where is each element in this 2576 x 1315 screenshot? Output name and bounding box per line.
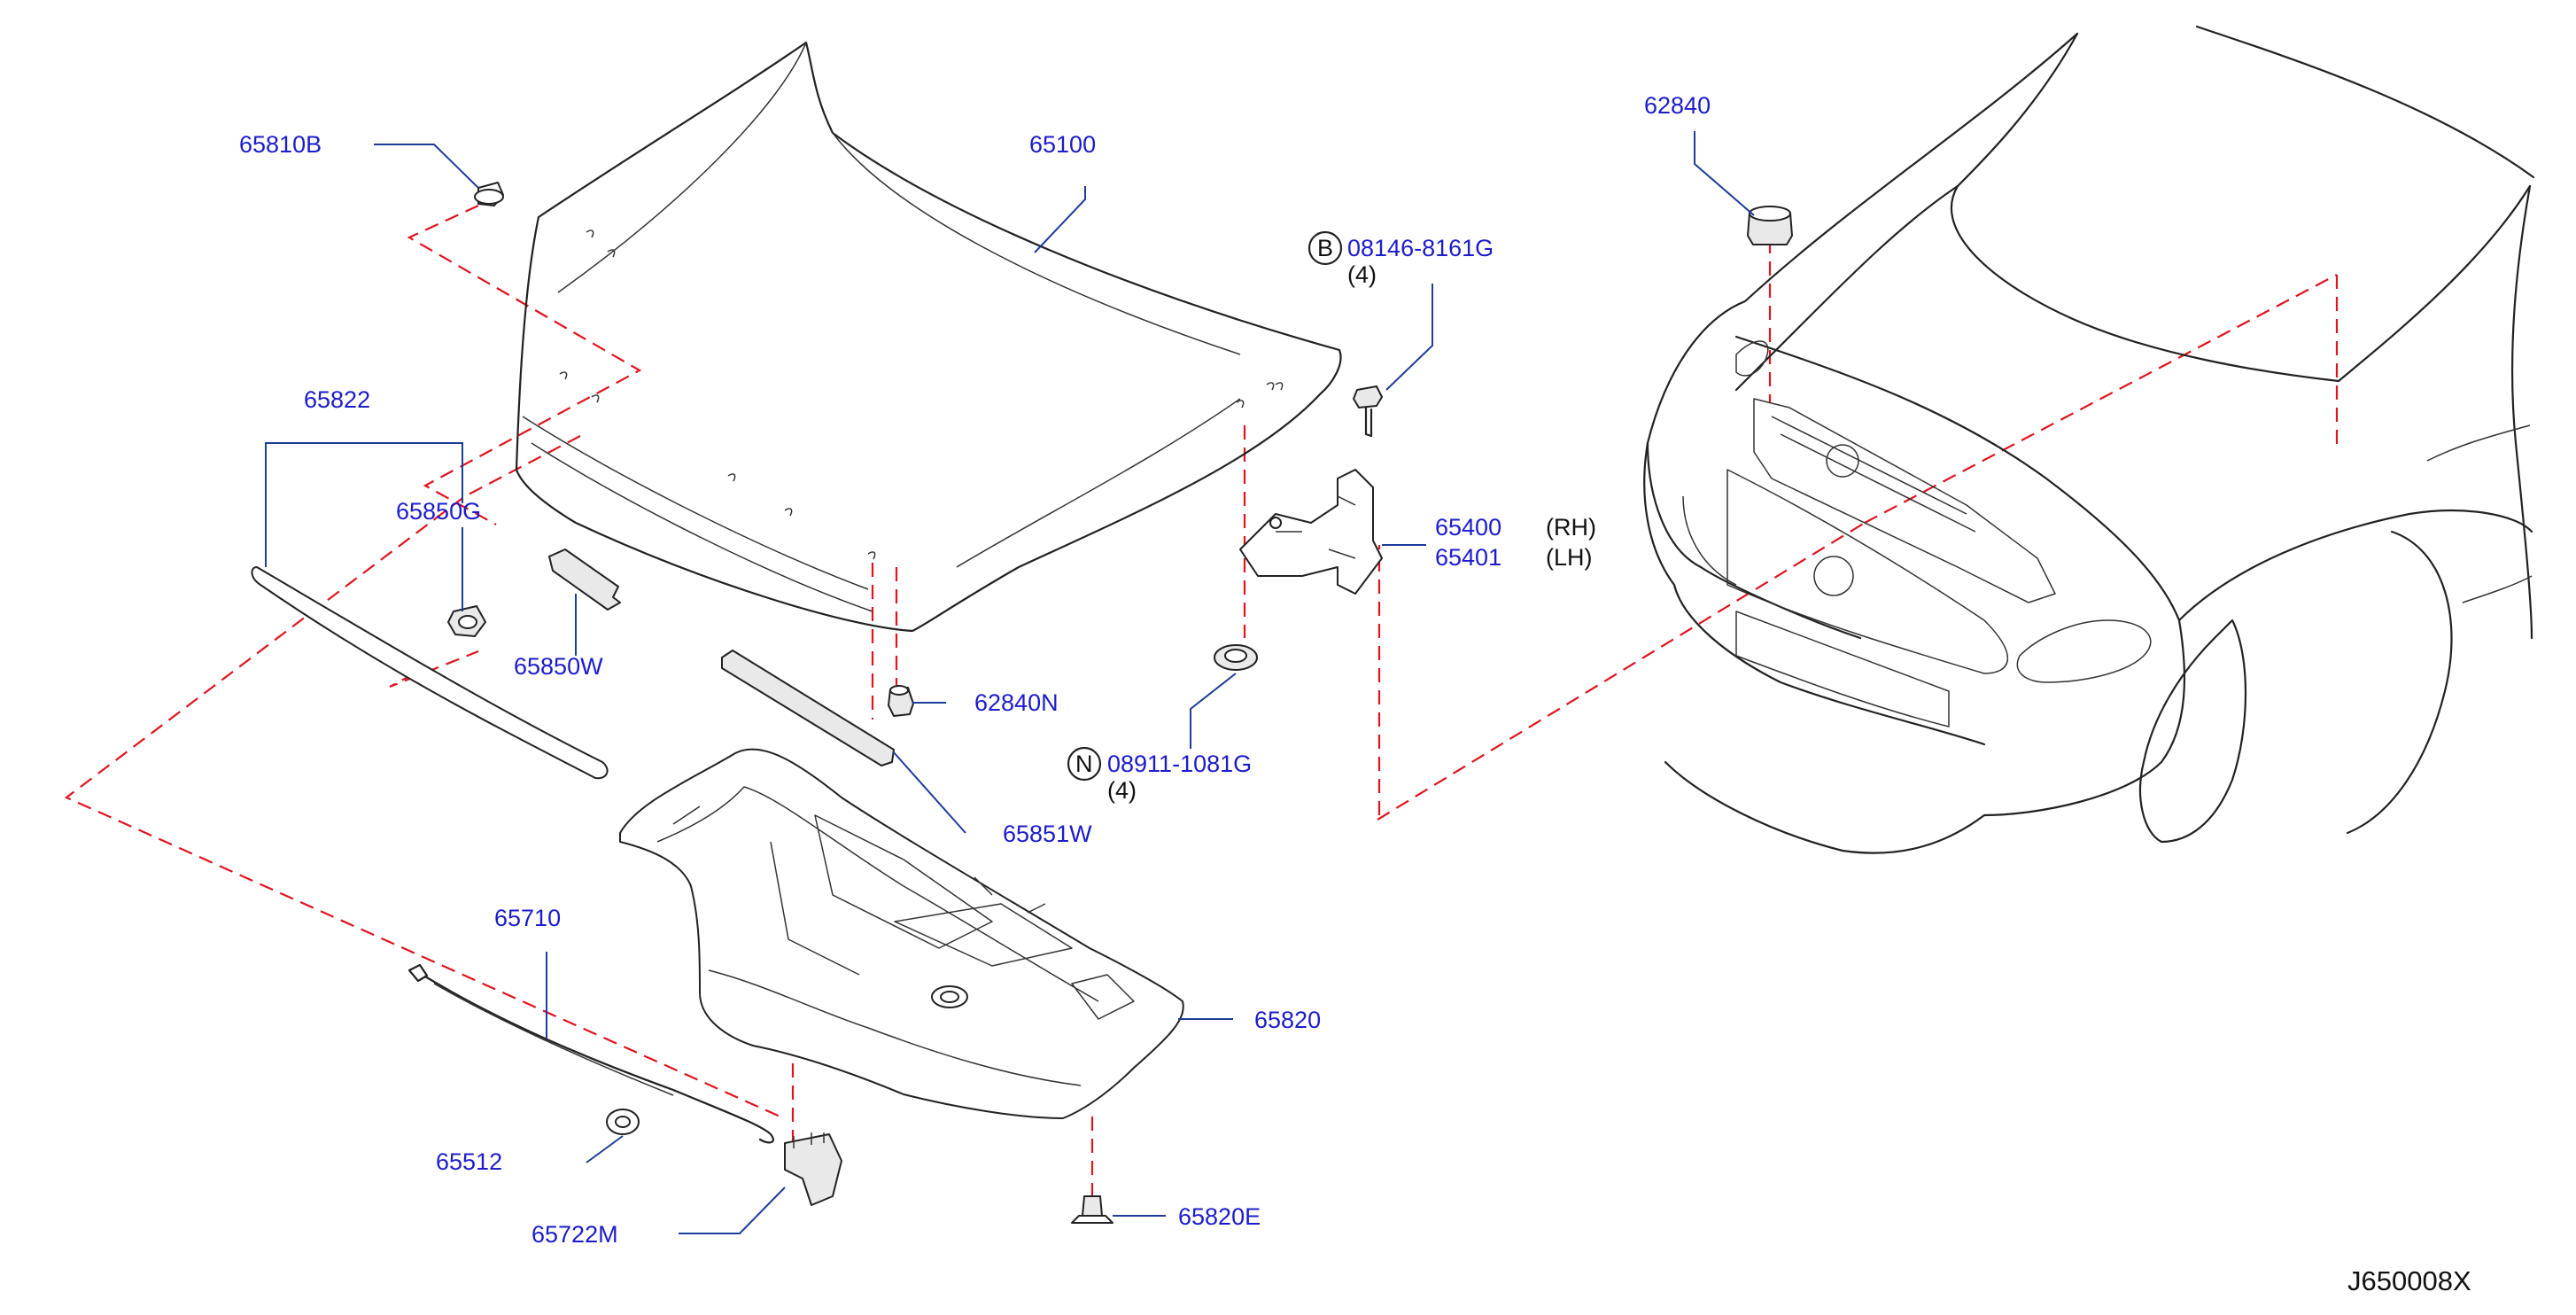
label-bolt-qty: (4) (1347, 261, 1377, 288)
label-65820E: 65820E (1178, 1203, 1261, 1230)
label-62840N: 62840N (974, 689, 1059, 716)
label-65400: 65400 (1435, 514, 1501, 541)
label-65722M: 65722M (531, 1221, 618, 1248)
nut-marker-circle (1067, 746, 1102, 782)
bolt-marker: B (1317, 235, 1333, 261)
bracket-65851W (721, 650, 895, 766)
label-65401-side: (LH) (1546, 544, 1593, 571)
label-nut-qty: (4) (1107, 777, 1137, 804)
hinge-65400-65401 (1239, 469, 1383, 595)
label-65850G: 65850G (396, 498, 481, 525)
label-65401: 65401 (1435, 544, 1501, 571)
label-65822: 65822 (304, 386, 370, 413)
grommet-65512 (606, 1109, 640, 1135)
labels: 65810B 65100 65822 65850G 65850W 62840N … (239, 92, 2471, 1296)
label-65710: 65710 (494, 905, 561, 931)
cover-65820 (619, 748, 1184, 1119)
nut-08911-1081G (1214, 644, 1258, 671)
label-08911-1081G: 08911-1081G (1107, 751, 1252, 777)
bolt-marker-circle (1307, 230, 1343, 266)
bumper-62840N (888, 685, 914, 717)
diagram-id: J650008X (2347, 1265, 2471, 1296)
label-65850W: 65850W (514, 653, 603, 680)
label-65810B: 65810B (239, 131, 322, 158)
label-62840: 62840 (1644, 92, 1711, 119)
seal-65822 (251, 566, 609, 780)
car-front-illustration (1643, 25, 2535, 854)
dashed-guides (64, 205, 2339, 1196)
hood-65100 (515, 41, 1342, 633)
bolt-08146-8161G (1353, 385, 1383, 438)
label-65512: 65512 (436, 1148, 502, 1175)
clip-65820E (1071, 1195, 1113, 1224)
label-08146-8161G: 08146-8161G (1347, 235, 1494, 261)
label-65851W: 65851W (1003, 821, 1092, 847)
clip-65850G (447, 605, 486, 637)
nut-marker: N (1075, 751, 1093, 777)
bracket-65850W (548, 549, 621, 611)
bumper-62840 (1747, 206, 1793, 245)
clip-65810B (474, 182, 504, 206)
label-65820: 65820 (1254, 1007, 1321, 1033)
label-65400-side: (RH) (1546, 514, 1596, 541)
cable-65710 (407, 963, 774, 1144)
label-65100: 65100 (1029, 131, 1096, 158)
leader-lines (265, 131, 1755, 1234)
lock-65722M (784, 1132, 842, 1206)
